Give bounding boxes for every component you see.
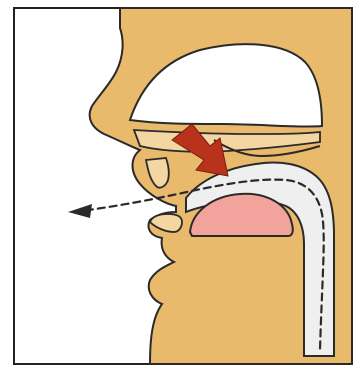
airflow-arrowhead (68, 204, 92, 218)
